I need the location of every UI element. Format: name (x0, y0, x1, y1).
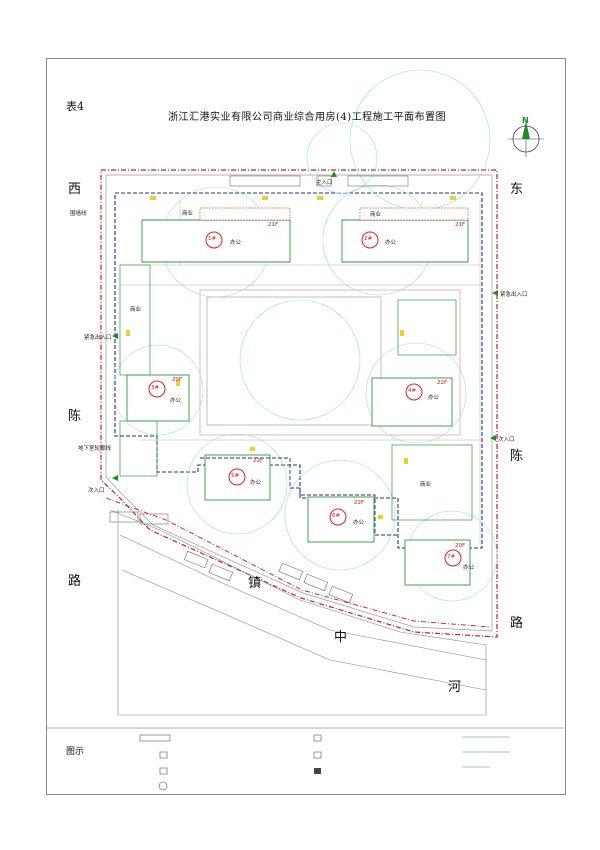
table-number: 表4 (66, 100, 84, 113)
basement-line-label: 地下室轮廓线 (78, 446, 112, 452)
emergency-exit-east-label: 紧急出入口 (500, 292, 528, 298)
building-1-use: 办公 (230, 240, 242, 246)
entrance-markers (112, 171, 498, 481)
building-1-number: 1# (208, 236, 217, 242)
building-2 (341, 207, 469, 263)
gate-guard-house (229, 175, 409, 187)
building-6-number: 6# (332, 513, 341, 519)
material-yard-markers (126, 196, 456, 519)
building-3-use: 办公 (170, 398, 182, 404)
building-2-floors: 21F (455, 222, 466, 228)
emergency-exit-west-label: 紧急出入口 (84, 335, 112, 341)
building-7-shop: 商业 (130, 307, 142, 313)
building-4 (371, 299, 473, 521)
basement-outline-south (200, 457, 398, 536)
building-4-number: 4# (408, 388, 417, 394)
west-road-char-2: 陈 (68, 409, 82, 424)
river-char-1: 镇 (248, 576, 262, 591)
building-1-shop: 商业 (182, 211, 194, 217)
fence-line-label: 围墙线 (70, 211, 87, 217)
building-4-floors: 22F (437, 380, 448, 386)
main-entrance-label: 主入口 (316, 180, 333, 186)
building-4-use: 办公 (428, 395, 440, 401)
river-char-3: 河 (448, 680, 462, 695)
building-2-number: 2# (364, 236, 373, 242)
building-2-use: 办公 (385, 240, 397, 246)
north-arrow-icon (508, 121, 544, 157)
building-4-shop: 商业 (420, 482, 432, 488)
building-5-floors: 22F (253, 458, 264, 464)
enclosure-wall-line (105, 174, 493, 632)
east-road-char-1: 东 (510, 182, 524, 197)
west-road-char-3: 路 (68, 574, 82, 589)
building-7 (404, 539, 471, 586)
crane-radius-circles (112, 69, 498, 602)
building-west-commercial (119, 264, 158, 477)
east-road-char-2: 陈 (510, 449, 524, 464)
legend-heading: 图示 (66, 747, 85, 757)
building-3-floors: 20F (172, 377, 183, 383)
building-5 (204, 454, 271, 501)
secondary-entrance-east-label: 次入口 (498, 437, 515, 443)
construction-fence-line (100, 169, 498, 638)
building-1-floors: 21F (268, 222, 279, 228)
building-6 (307, 496, 375, 543)
building-7-floors: 20F (455, 543, 466, 549)
site-office-blocks (109, 511, 354, 604)
west-road-char-1: 西 (68, 182, 82, 197)
building-1 (141, 207, 291, 263)
south-service-road (105, 497, 491, 716)
building-7-number: 7# (447, 554, 456, 560)
drawing-title: 浙江汇港实业有限公司商业综合用房(4)工程施工平面布置图 (168, 112, 447, 123)
legend-box (46, 727, 564, 791)
secondary-entrance-west-label: 次入口 (88, 488, 105, 494)
north-letter: N (522, 116, 529, 125)
building-5-number: 5# (231, 473, 240, 479)
building-6-floors: 22F (354, 500, 365, 506)
building-6-use: 办公 (353, 520, 365, 526)
central-plaza (206, 296, 382, 426)
building-7-use: 办公 (463, 565, 475, 571)
east-road-char-3: 路 (510, 616, 524, 631)
river-char-2: 中 (334, 630, 348, 645)
site-road (199, 289, 461, 436)
building-2-shop: 商业 (370, 212, 382, 218)
building-5-use: 办公 (250, 480, 262, 486)
building-3-number: 3# (151, 385, 160, 391)
drawing-sheet-border (46, 58, 566, 795)
